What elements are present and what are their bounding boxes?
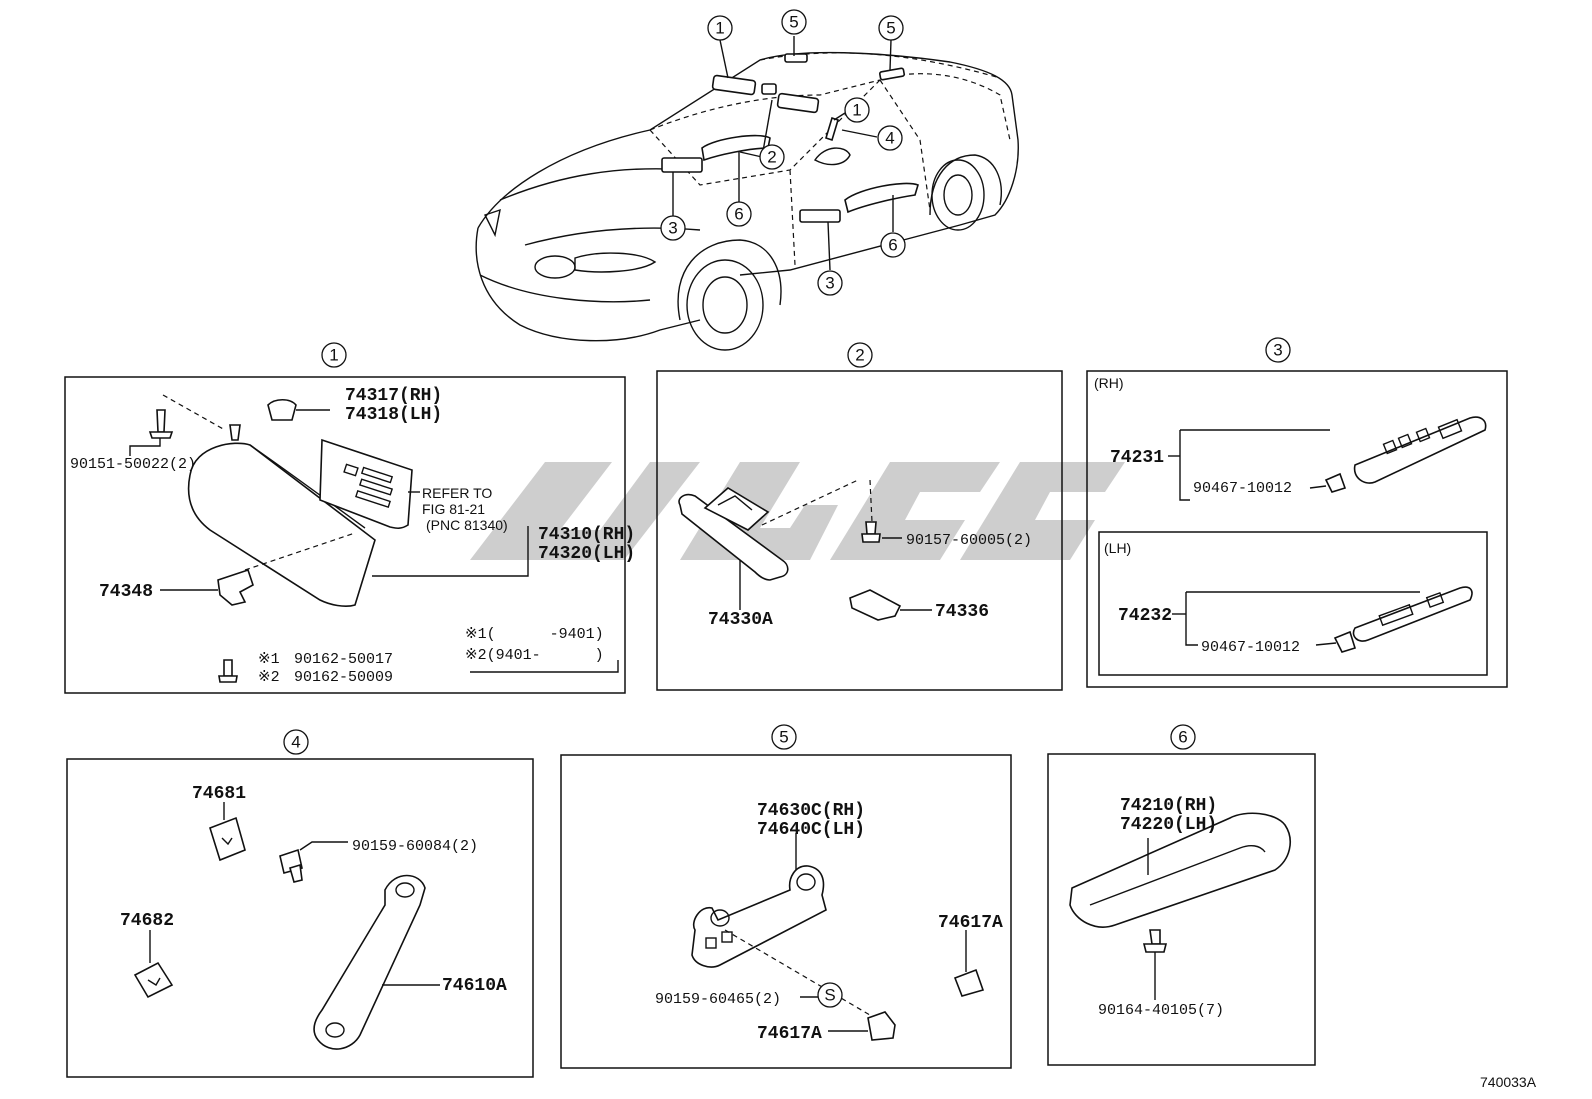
part-number: 74630C(RH) — [757, 801, 865, 821]
section-frame — [560, 754, 1012, 1069]
section-frame — [1086, 370, 1508, 688]
car-callout-5b: 5 — [878, 15, 904, 41]
section-4-assist-grip: 4 74681 90159-60084(2) 74682 74610A — [66, 729, 534, 1078]
reference-note: (PNC 81340) — [426, 517, 508, 533]
callout-number: 3 — [668, 219, 677, 238]
diagram-code: 740033A — [1480, 1074, 1537, 1090]
reference-note: REFER TO — [422, 485, 492, 501]
section-3-switch-base: 3 (RH) (LH) 74231 90467-10012 74232 9046… — [1086, 337, 1508, 688]
part-number: 90162-50017 — [294, 651, 393, 668]
car-part-markers — [661, 53, 919, 223]
side-label: (RH) — [1094, 375, 1124, 391]
callout-number: 3 — [825, 274, 834, 293]
car-callout-5a: 5 — [781, 9, 807, 35]
section-frame — [656, 370, 1063, 691]
section-5-visor-holder: 5 74630C(RH) 74640C(LH) 74617A 90159-604… — [560, 724, 1012, 1069]
part-number: 90159-60465(2) — [655, 991, 781, 1008]
part-number: 90467-10012 — [1193, 480, 1292, 497]
car-callout-2: 2 — [759, 144, 785, 170]
part-number: 74640C(LH) — [757, 820, 865, 840]
car-callout-4: 4 — [877, 125, 903, 151]
part-number: 90157-60005(2) — [906, 532, 1032, 549]
part-number: 74617A — [757, 1024, 822, 1044]
s-marker: S — [824, 986, 835, 1005]
callout-number: 1 — [715, 19, 724, 38]
date-range-note: ※2(9401- ) — [465, 647, 604, 664]
callout-number: 6 — [734, 205, 743, 224]
section-1-sun-visor: 1 74317(RH) 74318(LH) 90151-50022(2) — [64, 342, 635, 694]
callout-number: 2 — [767, 148, 776, 167]
reference-note: FIG 81-21 — [422, 501, 485, 517]
section-number: 5 — [779, 728, 788, 747]
callout-number: 4 — [885, 129, 894, 148]
callout-number: 5 — [886, 19, 895, 38]
part-number: 74210(RH) — [1120, 796, 1217, 816]
date-range-note: ※1( -9401) — [465, 626, 604, 643]
section-number: 6 — [1178, 728, 1187, 747]
part-number: 74610A — [442, 976, 507, 996]
car-callout-6a: 6 — [726, 201, 752, 227]
section-frame — [64, 376, 626, 694]
section-number: 3 — [1273, 341, 1282, 360]
part-number: 90467-10012 — [1201, 639, 1300, 656]
part-number: 74232 — [1118, 606, 1172, 626]
callout-number: 6 — [888, 236, 897, 255]
note-mark: ※2 — [258, 669, 280, 686]
part-number: 90162-50009 — [294, 669, 393, 686]
part-number: 90159-60084(2) — [352, 838, 478, 855]
lh-subframe — [1098, 531, 1488, 676]
car-callout-1b: 1 — [844, 97, 870, 123]
part-number: 74681 — [192, 784, 246, 804]
section-number: 2 — [855, 346, 864, 365]
car-callout-3b: 3 — [817, 270, 843, 296]
part-number: 74320(LH) — [538, 544, 635, 564]
part-number: 90164-40105(7) — [1098, 1002, 1224, 1019]
part-number: 74220(LH) — [1120, 815, 1217, 835]
car-callout-6b: 6 — [880, 232, 906, 258]
part-number: 74617A — [938, 913, 1003, 933]
callout-number: 1 — [852, 101, 861, 120]
part-number: 74318(LH) — [345, 405, 442, 425]
section-frame — [66, 758, 534, 1078]
section-number: 1 — [329, 346, 338, 365]
part-number: 90151-50022(2) — [70, 456, 196, 473]
car-callout-3a: 3 — [660, 215, 686, 241]
part-number: 74231 — [1110, 448, 1164, 468]
side-label: (LH) — [1104, 540, 1131, 556]
part-number: 74330A — [708, 610, 773, 630]
note-mark: ※1 — [258, 651, 280, 668]
car-callout-1a: 1 — [707, 15, 733, 41]
section-2-inner-mirror: 2 90157-60005(2) 74330A 74336 — [656, 342, 1063, 691]
section-6-armrest: 6 74210(RH) 74220(LH) 90164-40105(7) — [1047, 724, 1316, 1066]
section-frame — [1047, 753, 1316, 1066]
part-number: 74682 — [120, 911, 174, 931]
callout-number: 5 — [789, 13, 798, 32]
part-number: 74310(RH) — [538, 525, 635, 545]
car-overview-illustration — [475, 51, 1019, 351]
part-number: 74348 — [99, 582, 153, 602]
part-number: 74317(RH) — [345, 386, 442, 406]
section-number: 4 — [291, 733, 300, 752]
part-number: 74336 — [935, 602, 989, 622]
